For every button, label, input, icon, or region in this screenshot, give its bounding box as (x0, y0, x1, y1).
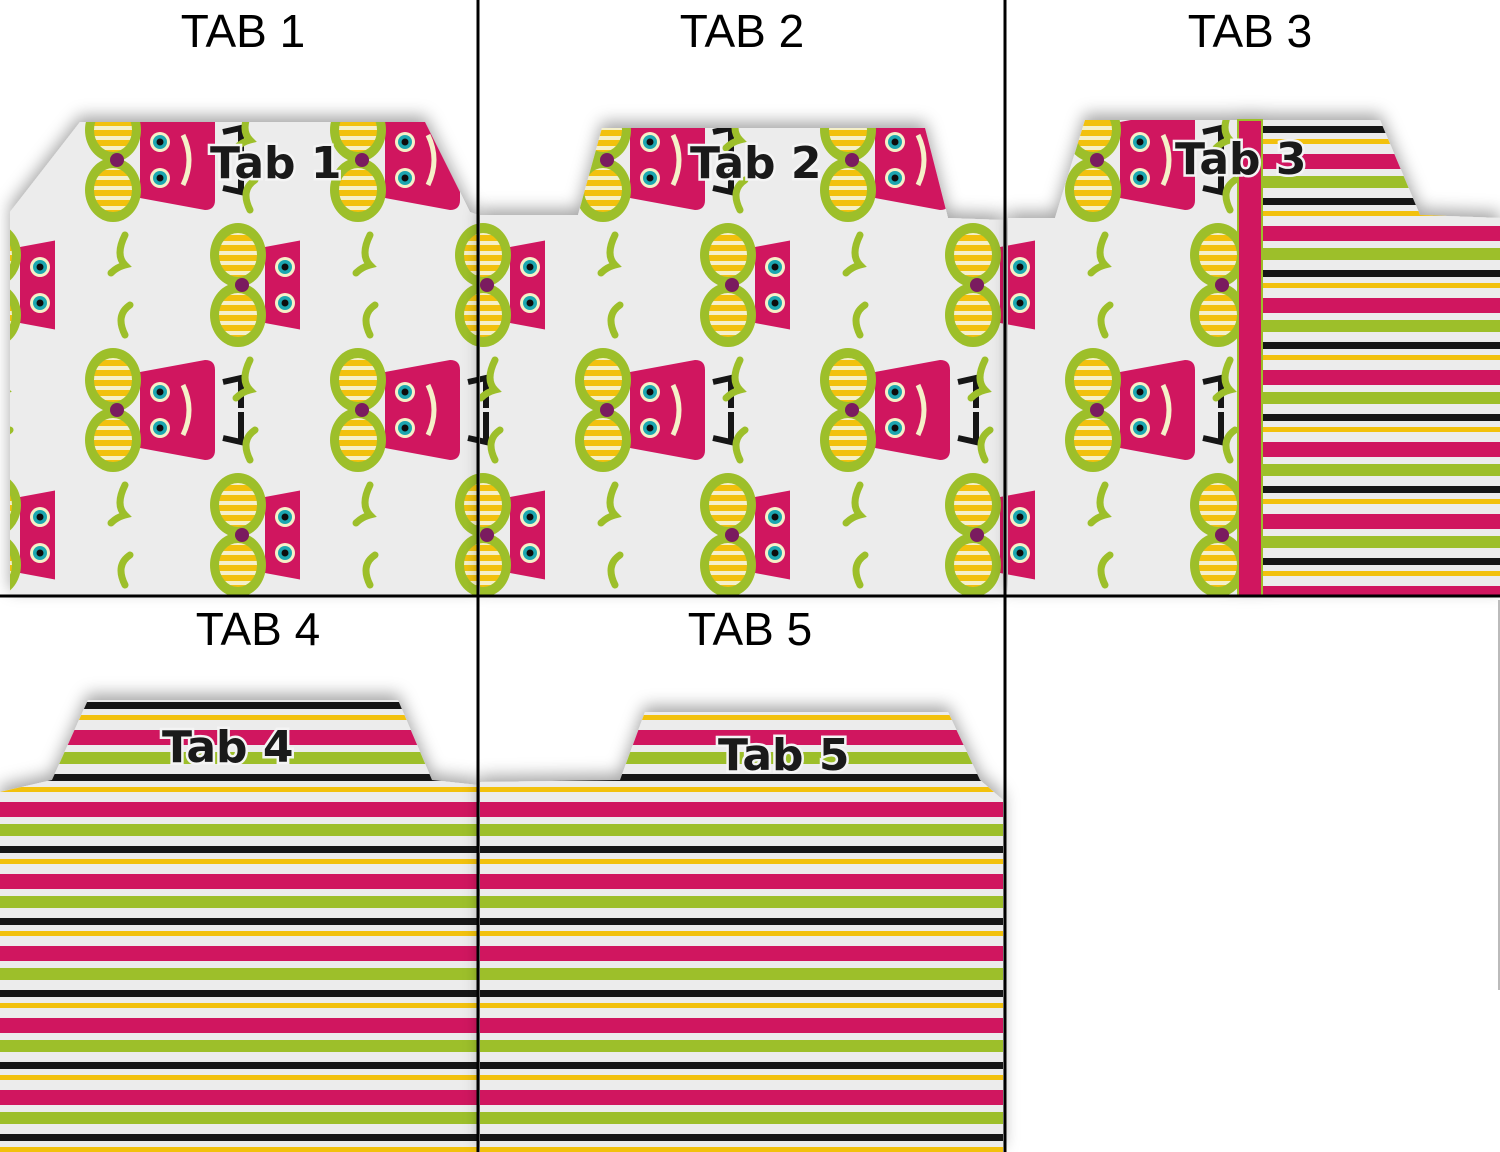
folder-tab-5 (480, 712, 1003, 1152)
caption-tab-1: TAB 1 (180, 5, 306, 57)
caption-tab-2: TAB 2 (679, 5, 805, 57)
folder-label-3: Tab 3 (1175, 134, 1306, 185)
folder-tab-2 (480, 128, 1003, 596)
folder-label-2: Tab 2 (690, 138, 821, 189)
folder-tab-4 (0, 700, 478, 1152)
caption-tab-5: TAB 5 (687, 603, 813, 655)
folder-tab-1 (10, 122, 478, 596)
caption-tab-4: TAB 4 (195, 603, 321, 655)
folder-tab-3 (1008, 119, 1500, 597)
folder-label-1: Tab 1 (210, 138, 341, 189)
caption-tab-3: TAB 3 (1187, 5, 1313, 57)
folder-label-5: Tab 5 (718, 730, 849, 781)
folder-label-4: Tab 4 (162, 722, 293, 773)
